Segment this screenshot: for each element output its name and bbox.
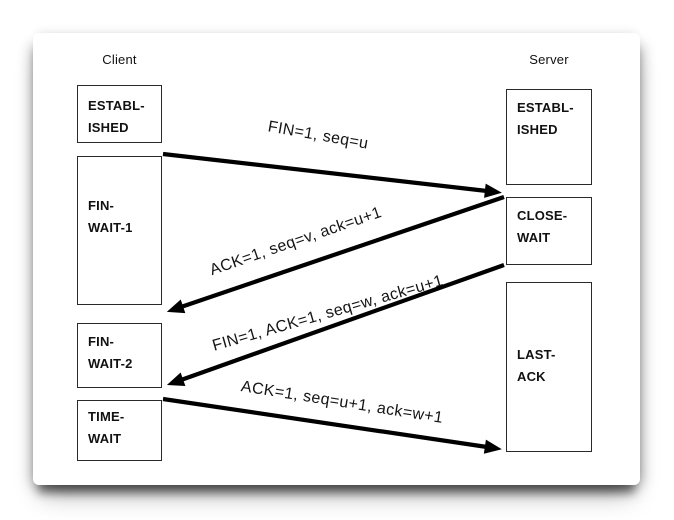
- state-label-line: TIME-: [88, 409, 125, 424]
- state-label-line: ESTABL-: [517, 100, 574, 115]
- state-label-line: LAST-: [517, 347, 556, 362]
- state-box-client-time-wait: TIME- WAIT: [77, 400, 162, 461]
- state-box-client-fin-wait-2: FIN- WAIT-2: [77, 323, 162, 388]
- state-label-line: WAIT-2: [88, 356, 133, 371]
- state-label-line: WAIT-1: [88, 220, 133, 235]
- state-label-line: WAIT: [517, 230, 551, 245]
- client-column-header: Client: [102, 52, 137, 67]
- state-label-line: ESTABL-: [88, 98, 145, 113]
- state-label-line: ACK: [517, 369, 546, 384]
- state-label-line: CLOSE-: [517, 208, 568, 223]
- state-box-server-close-wait: CLOSE- WAIT: [506, 197, 592, 265]
- state-box-client-fin-wait-1: FIN- WAIT-1: [77, 156, 162, 305]
- server-column-header: Server: [529, 52, 569, 67]
- state-label-line: ISHED: [88, 120, 129, 135]
- state-box-server-last-ack: LAST- ACK: [506, 282, 592, 452]
- state-box-client-established: ESTABL- ISHED: [77, 85, 162, 143]
- state-label-line: FIN-: [88, 334, 115, 349]
- state-label-line: ISHED: [517, 122, 558, 137]
- state-label-line: WAIT: [88, 431, 122, 446]
- state-box-server-established: ESTABL- ISHED: [506, 89, 592, 185]
- state-label-line: FIN-: [88, 198, 115, 213]
